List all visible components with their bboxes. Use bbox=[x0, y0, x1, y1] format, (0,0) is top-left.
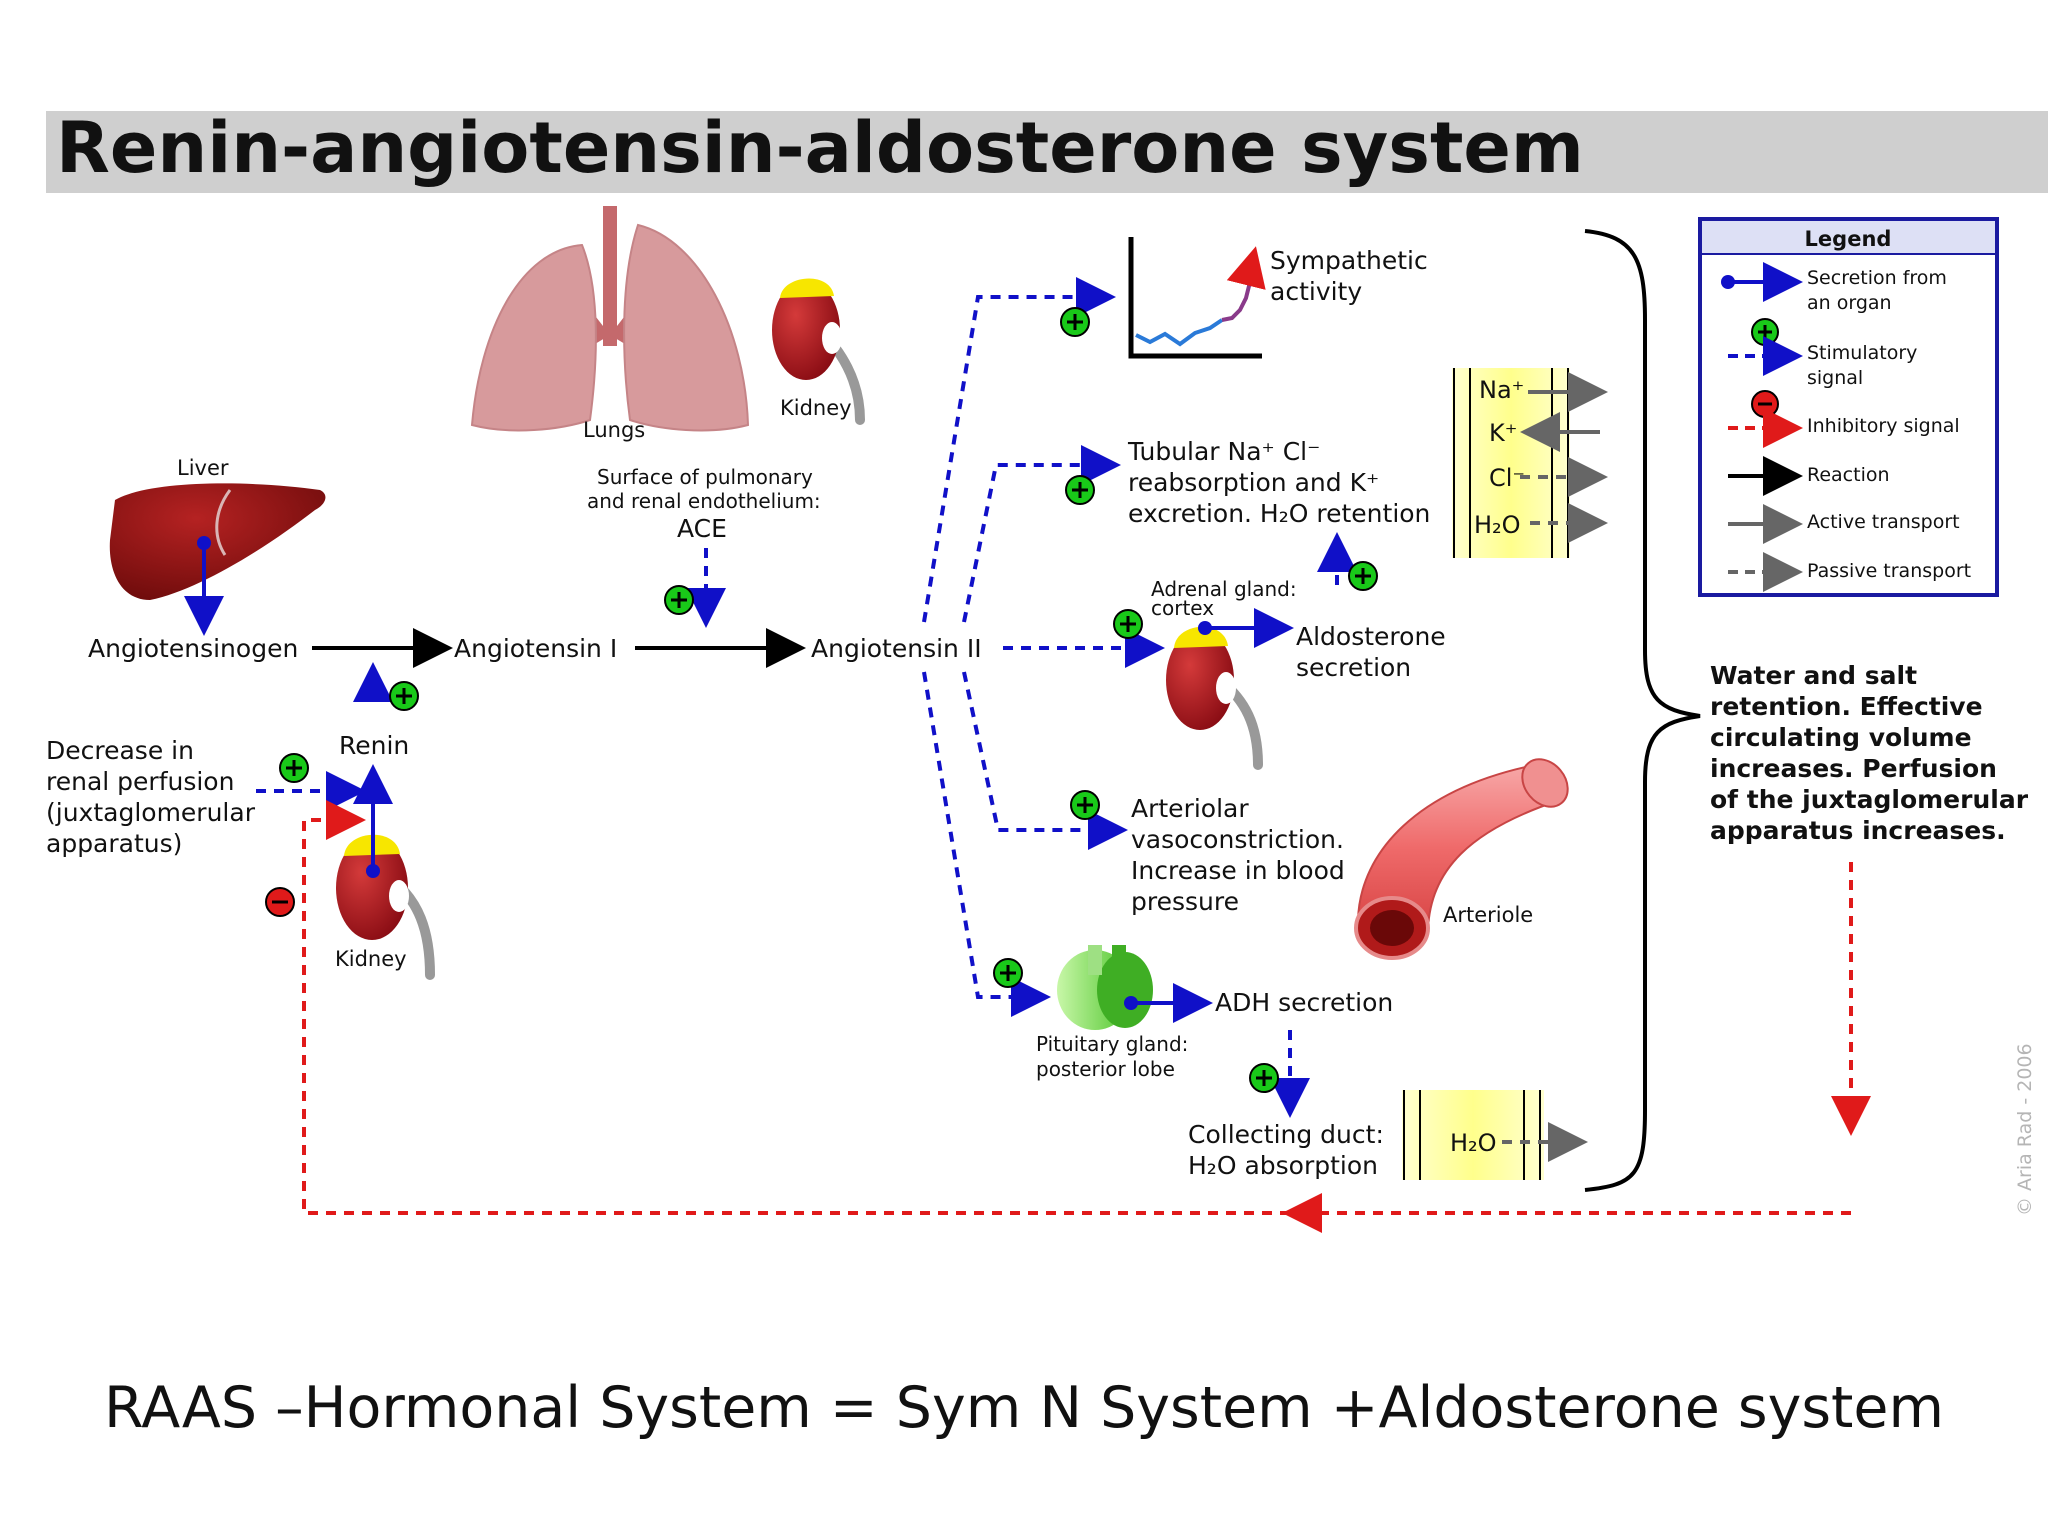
ion-cl-label: Cl⁻ bbox=[1489, 464, 1525, 492]
kidney-top-icon bbox=[772, 278, 865, 425]
arteriolar-line4: pressure bbox=[1131, 887, 1239, 916]
plus-sign-icon bbox=[1065, 475, 1095, 505]
decrease-line4: apparatus) bbox=[46, 829, 182, 858]
adrenal-line1: Adrenal gland: bbox=[1151, 577, 1297, 601]
ace-surface-line1: Surface of pulmonary bbox=[597, 465, 813, 489]
liver-icon bbox=[109, 483, 326, 600]
liver-label: Liver bbox=[177, 456, 229, 480]
minus-sign-icon bbox=[265, 887, 295, 917]
adh-label: ADH secretion bbox=[1215, 988, 1393, 1017]
tubular-line3: excretion. H₂O retention bbox=[1128, 499, 1430, 528]
inhibitory-to-kidney-arrow bbox=[302, 800, 1290, 1215]
legend-reaction-label: Reaction bbox=[1807, 464, 1890, 486]
arteriolar-line3: Increase in blood bbox=[1131, 856, 1345, 885]
ion-na-label: Na⁺ bbox=[1479, 376, 1524, 404]
tubular-line2: reabsorption and K⁺ bbox=[1128, 468, 1379, 497]
arteriolar-stimulus-arrow bbox=[962, 671, 1128, 850]
legend-active-label: Active transport bbox=[1807, 511, 1960, 533]
result-brace bbox=[1584, 229, 1701, 1192]
collecting-line2: H₂O absorption bbox=[1188, 1151, 1378, 1180]
plus-sign-icon bbox=[1113, 609, 1143, 639]
sympathetic-graph bbox=[1128, 237, 1266, 359]
legend bbox=[1698, 217, 1999, 597]
ion-h2o-label: H₂O bbox=[1474, 511, 1521, 539]
arteriole-icon bbox=[1354, 758, 1569, 960]
tubular-stimulus-arrow bbox=[962, 445, 1121, 623]
legend-minus-sign-icon bbox=[1751, 390, 1779, 418]
lungs-icon bbox=[470, 206, 750, 432]
plus-sign-icon bbox=[664, 585, 694, 615]
copyright-text: © Aria Rad - 2006 bbox=[2014, 1043, 2036, 1216]
adrenal-line2: cortex bbox=[1151, 596, 1214, 620]
legend-secretion-line1: Secretion from bbox=[1807, 267, 1947, 289]
legend-secretion-line2: an organ bbox=[1807, 292, 1892, 314]
ace-label: ACE bbox=[677, 514, 727, 543]
legend-stimulatory-line2: signal bbox=[1807, 367, 1863, 389]
angiotensin2-label: Angiotensin II bbox=[811, 634, 982, 663]
legend-passive-label: Passive transport bbox=[1807, 560, 1971, 582]
kidney-top-label: Kidney bbox=[780, 396, 852, 420]
renin-label: Renin bbox=[339, 731, 409, 760]
plus-sign-icon bbox=[1348, 561, 1378, 591]
ion-k-label: K⁺ bbox=[1489, 419, 1517, 447]
angiotensin1-label: Angiotensin I bbox=[454, 634, 617, 663]
pituitary-stimulus-arrow bbox=[922, 671, 1051, 1017]
sympathetic-label-1: Sympathetic bbox=[1270, 246, 1428, 275]
plus-sign-icon bbox=[1060, 307, 1090, 337]
result-line6: apparatus increases. bbox=[1710, 816, 2006, 845]
arteriole-label: Arteriole bbox=[1443, 903, 1533, 927]
result-line2: retention. Effective bbox=[1710, 692, 1983, 721]
tubular-line1: Tubular Na⁺ Cl⁻ bbox=[1127, 437, 1320, 466]
adrenal-kidney-icon bbox=[1166, 626, 1263, 770]
arteriolar-line2: vasoconstriction. bbox=[1131, 825, 1344, 854]
legend-title: Legend bbox=[1805, 227, 1892, 251]
result-line4: increases. Perfusion bbox=[1710, 754, 1997, 783]
arteriolar-line1: Arteriolar bbox=[1131, 794, 1249, 823]
page-title: Renin-angiotensin-aldosterone system bbox=[56, 107, 1584, 189]
legend-stimulatory-line1: Stimulatory bbox=[1807, 342, 1917, 364]
angiotensinogen-label: Angiotensinogen bbox=[88, 634, 298, 663]
aldosterone-line2: secretion bbox=[1296, 653, 1411, 682]
bottom-caption: RAAS –Hormonal System = Sym N System +Al… bbox=[104, 1375, 1944, 1441]
duct-h2o-label: H₂O bbox=[1450, 1129, 1497, 1157]
plus-sign-icon bbox=[389, 681, 419, 711]
result-line3: circulating volume bbox=[1710, 723, 1972, 752]
pituitary-icon bbox=[1057, 945, 1153, 1030]
collecting-membrane bbox=[1402, 1090, 1544, 1180]
decrease-line2: renal perfusion bbox=[46, 767, 234, 796]
plus-sign-icon bbox=[1249, 1063, 1279, 1093]
collecting-line1: Collecting duct: bbox=[1188, 1120, 1384, 1149]
sympathetic-stimulus-arrow bbox=[922, 277, 1116, 623]
legend-inhibitory-label: Inhibitory signal bbox=[1807, 415, 1960, 437]
result-line1: Water and salt bbox=[1710, 661, 1917, 690]
plus-sign-icon bbox=[993, 958, 1023, 988]
lungs-label: Lungs bbox=[583, 418, 645, 442]
aldosterone-line1: Aldosterone bbox=[1296, 622, 1446, 651]
plus-sign-icon bbox=[1070, 790, 1100, 820]
decrease-line3: (juxtaglomerular bbox=[46, 798, 256, 827]
pituitary-line1: Pituitary gland: bbox=[1036, 1032, 1188, 1056]
ace-surface-line2: and renal endothelium: bbox=[587, 489, 821, 513]
result-line5: of the juxtaglomerular bbox=[1710, 785, 2029, 814]
decrease-line1: Decrease in bbox=[46, 736, 194, 765]
legend-plus-sign-icon bbox=[1751, 318, 1779, 346]
title-band bbox=[46, 111, 2048, 193]
sympathetic-label-2: activity bbox=[1270, 277, 1362, 306]
kidney-bottom-label: Kidney bbox=[335, 947, 407, 971]
plus-sign-icon bbox=[279, 753, 309, 783]
pituitary-line2: posterior lobe bbox=[1036, 1057, 1175, 1081]
